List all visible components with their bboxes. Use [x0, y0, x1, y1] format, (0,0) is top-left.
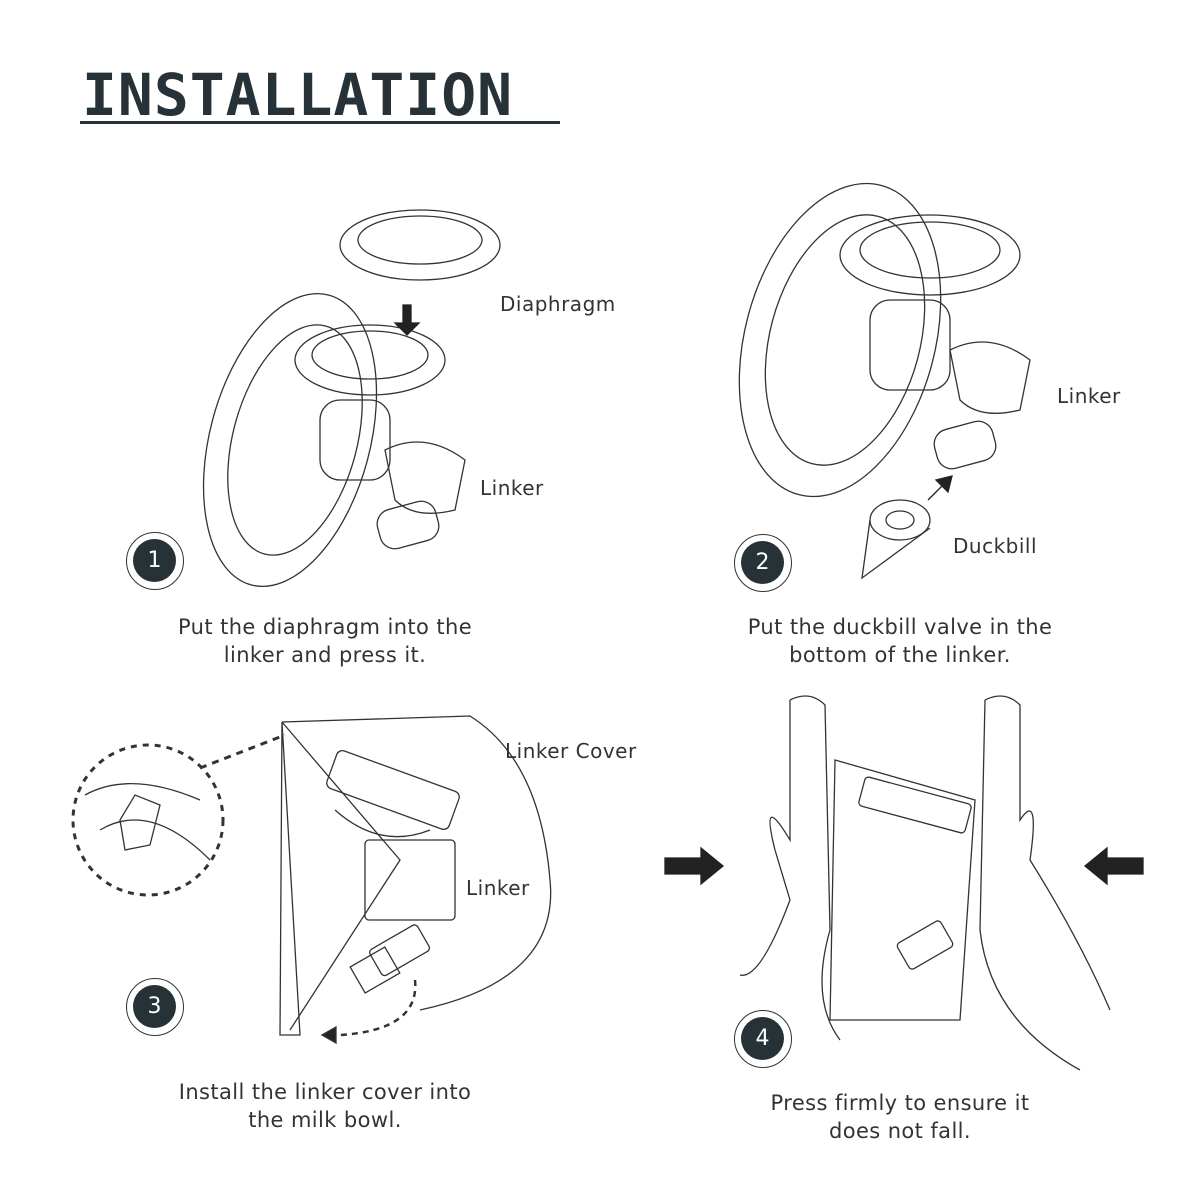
step2-caption: Put the duckbill valve in the bottom of t… [700, 613, 1100, 669]
step-number: 1 [133, 539, 176, 582]
step3-caption: Install the linker cover into the milk bo… [125, 1078, 525, 1134]
label-linker-cover: Linker Cover [505, 739, 637, 763]
label-linker: Linker [466, 876, 530, 900]
caption-line: Install the linker cover into [178, 1080, 472, 1104]
step1-caption: Put the diaphragm into the linker and pre… [125, 613, 525, 669]
caption-line: Put the diaphragm into the [177, 615, 473, 639]
left-arrow-icon [1083, 846, 1144, 886]
title-underline [80, 121, 560, 124]
label-linker: Linker [480, 476, 544, 500]
step2-illustration [738, 182, 1031, 580]
step1-illustration [202, 209, 501, 588]
step-number: 3 [133, 985, 176, 1028]
caption-line: linker and press it. [223, 643, 427, 667]
caption-line: Press firmly to ensure it [770, 1091, 1030, 1115]
up-right-arrow-icon [927, 475, 953, 501]
step-badge-3: 3 [126, 978, 184, 1036]
down-arrow-icon [393, 304, 421, 336]
label-duckbill: Duckbill [953, 534, 1038, 558]
caption-line: does not fall. [829, 1119, 971, 1143]
caption-line: bottom of the linker. [789, 643, 1011, 667]
step-badge-1: 1 [126, 532, 184, 590]
step-number: 2 [741, 541, 784, 584]
step-badge-4: 4 [734, 1010, 792, 1068]
step4-caption: Press firmly to ensure it does not fall. [700, 1089, 1100, 1145]
step-number: 4 [741, 1017, 784, 1060]
caption-line: Put the duckbill valve in the [747, 615, 1053, 639]
step3-illustration [71, 715, 552, 1045]
caption-line: the milk bowl. [248, 1108, 402, 1132]
page-title: INSTALLATION [82, 61, 514, 129]
step-badge-2: 2 [734, 534, 792, 592]
label-diaphragm: Diaphragm [500, 292, 616, 316]
step4-illustration [739, 695, 1111, 1071]
right-arrow-icon [664, 846, 725, 886]
label-linker: Linker [1057, 384, 1121, 408]
